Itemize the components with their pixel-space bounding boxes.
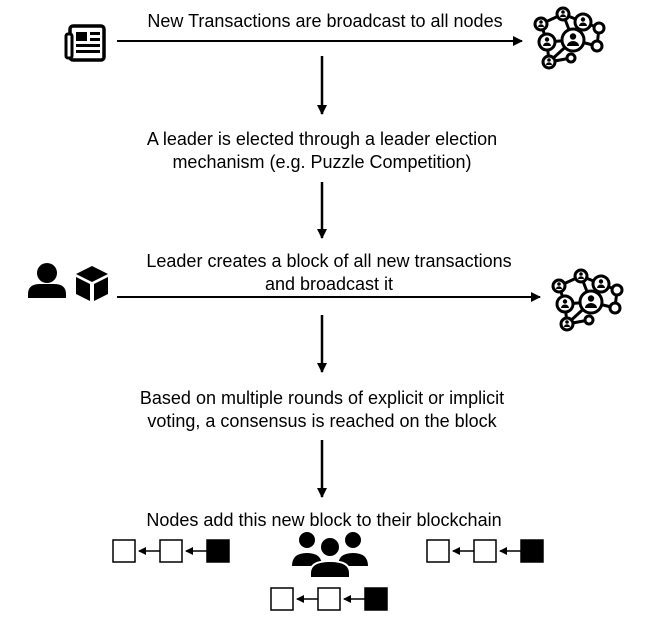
step-leader-election-line1: A leader is elected through a leader ele…	[146, 129, 498, 149]
network-nodes-icon	[533, 6, 606, 70]
newspaper-icon	[64, 24, 106, 62]
blockchain-copy-right	[427, 540, 543, 562]
blockchain-copy-left	[113, 540, 229, 562]
step-leader-creates-line1: Leader creates a block of all new transa…	[146, 251, 512, 271]
step-leader-election-line2: mechanism (e.g. Puzzle Competition)	[172, 152, 472, 172]
step-leader-creates-line2: and broadcast it	[264, 274, 394, 294]
network-nodes-icon	[551, 268, 624, 332]
person-icon	[28, 263, 66, 298]
step-broadcast-transactions: New Transactions are broadcast to all no…	[147, 11, 503, 31]
group-icon	[292, 532, 368, 579]
step-nodes-add-block: Nodes add this new block to their blockc…	[146, 510, 502, 530]
step-consensus-line1: Based on multiple rounds of explicit or …	[139, 388, 505, 408]
blockchain-copy-bottom	[271, 588, 387, 610]
step-consensus-line2: voting, a consensus is reached on the bl…	[147, 411, 497, 431]
cube-icon	[76, 266, 108, 301]
